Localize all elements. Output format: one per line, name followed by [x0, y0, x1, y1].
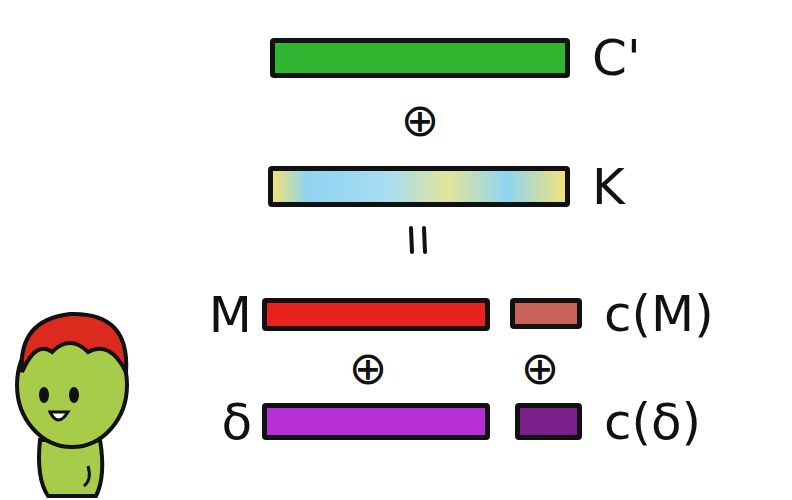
xor-symbol: ⊕ [349, 345, 388, 391]
color-bar [510, 298, 582, 329]
xor-symbol: ⊕ [401, 97, 440, 143]
equals-stroke [424, 228, 425, 252]
bar-node: K [268, 166, 570, 207]
bar-node: δ [262, 403, 490, 440]
bar-node: M [262, 298, 490, 331]
equals-stroke [411, 228, 412, 252]
color-bar [270, 38, 570, 78]
bar-label: M [209, 290, 252, 340]
color-bar [515, 403, 582, 440]
xor-symbol: ⊕ [521, 345, 560, 391]
color-bar [268, 166, 570, 207]
bar-label: C' [592, 33, 641, 83]
color-bar [262, 403, 490, 440]
bar-node: c(M) [510, 298, 582, 329]
bar-node: C' [270, 38, 570, 78]
bar-node: c(δ) [515, 403, 582, 440]
bar-label: c(M) [604, 289, 714, 339]
color-bar [262, 298, 490, 331]
bar-label: c(δ) [604, 397, 701, 447]
cartoon-character [17, 314, 127, 496]
bar-label: K [592, 162, 625, 212]
bar-label: δ [221, 397, 252, 447]
